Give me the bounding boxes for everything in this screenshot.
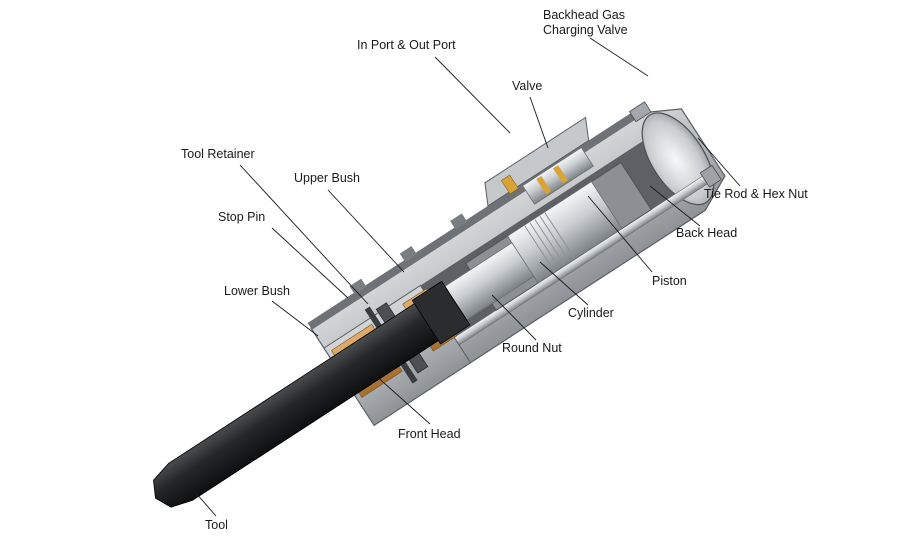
breaker-assembly — [153, 101, 726, 508]
leader-in-out-port — [434, 56, 511, 134]
label-upper-bush: Upper Bush — [294, 171, 361, 185]
leader-lines — [187, 37, 741, 517]
housing-notch — [349, 278, 367, 295]
leader-tool-retainer — [239, 164, 369, 305]
label-backhead-gas-line2: Charging Valve — [543, 23, 628, 37]
label-in-out-port: In Port & Out Port — [357, 38, 456, 52]
leader-round-nut — [491, 294, 537, 341]
port-fitting — [500, 174, 519, 195]
gas-charging-valve — [628, 101, 652, 123]
tool-chisel — [153, 284, 469, 508]
leader-piston — [587, 195, 653, 273]
leader-backhead-gas — [589, 37, 649, 77]
label-piston: Piston — [652, 274, 687, 288]
label-tool: Tool — [205, 518, 228, 532]
piston-grooves — [524, 212, 575, 272]
leader-lower-bush — [271, 300, 319, 337]
housing-notch — [450, 213, 468, 230]
tool-shank — [411, 280, 471, 345]
leader-front-head — [373, 373, 431, 425]
hex-nut — [699, 164, 722, 188]
housing-notch — [399, 245, 417, 263]
label-cylinder: Cylinder — [568, 306, 614, 320]
label-front-head: Front Head — [398, 427, 461, 441]
label-valve: Valve — [512, 79, 543, 93]
leader-back-head — [649, 185, 701, 227]
label-tool-retainer: Tool Retainer — [181, 147, 255, 161]
piston-head — [507, 181, 623, 284]
leader-upper-bush — [327, 189, 405, 273]
leader-stop-pin — [271, 227, 349, 299]
label-tie-rod: Tie Rod & Hex Nut — [704, 187, 808, 201]
leader-valve — [529, 96, 549, 149]
label-lower-bush: Lower Bush — [224, 284, 291, 298]
leader-tool — [187, 483, 217, 517]
valve-brass-ring — [553, 165, 568, 184]
valve-brass-ring — [536, 175, 552, 195]
label-round-nut: Round Nut — [502, 341, 562, 355]
label-stop-pin: Stop Pin — [218, 210, 266, 224]
leader-tie-rod — [697, 137, 741, 187]
label-back-head: Back Head — [676, 226, 738, 240]
label-backhead-gas-line1: Backhead Gas — [543, 8, 625, 22]
leader-cylinder — [539, 261, 589, 306]
